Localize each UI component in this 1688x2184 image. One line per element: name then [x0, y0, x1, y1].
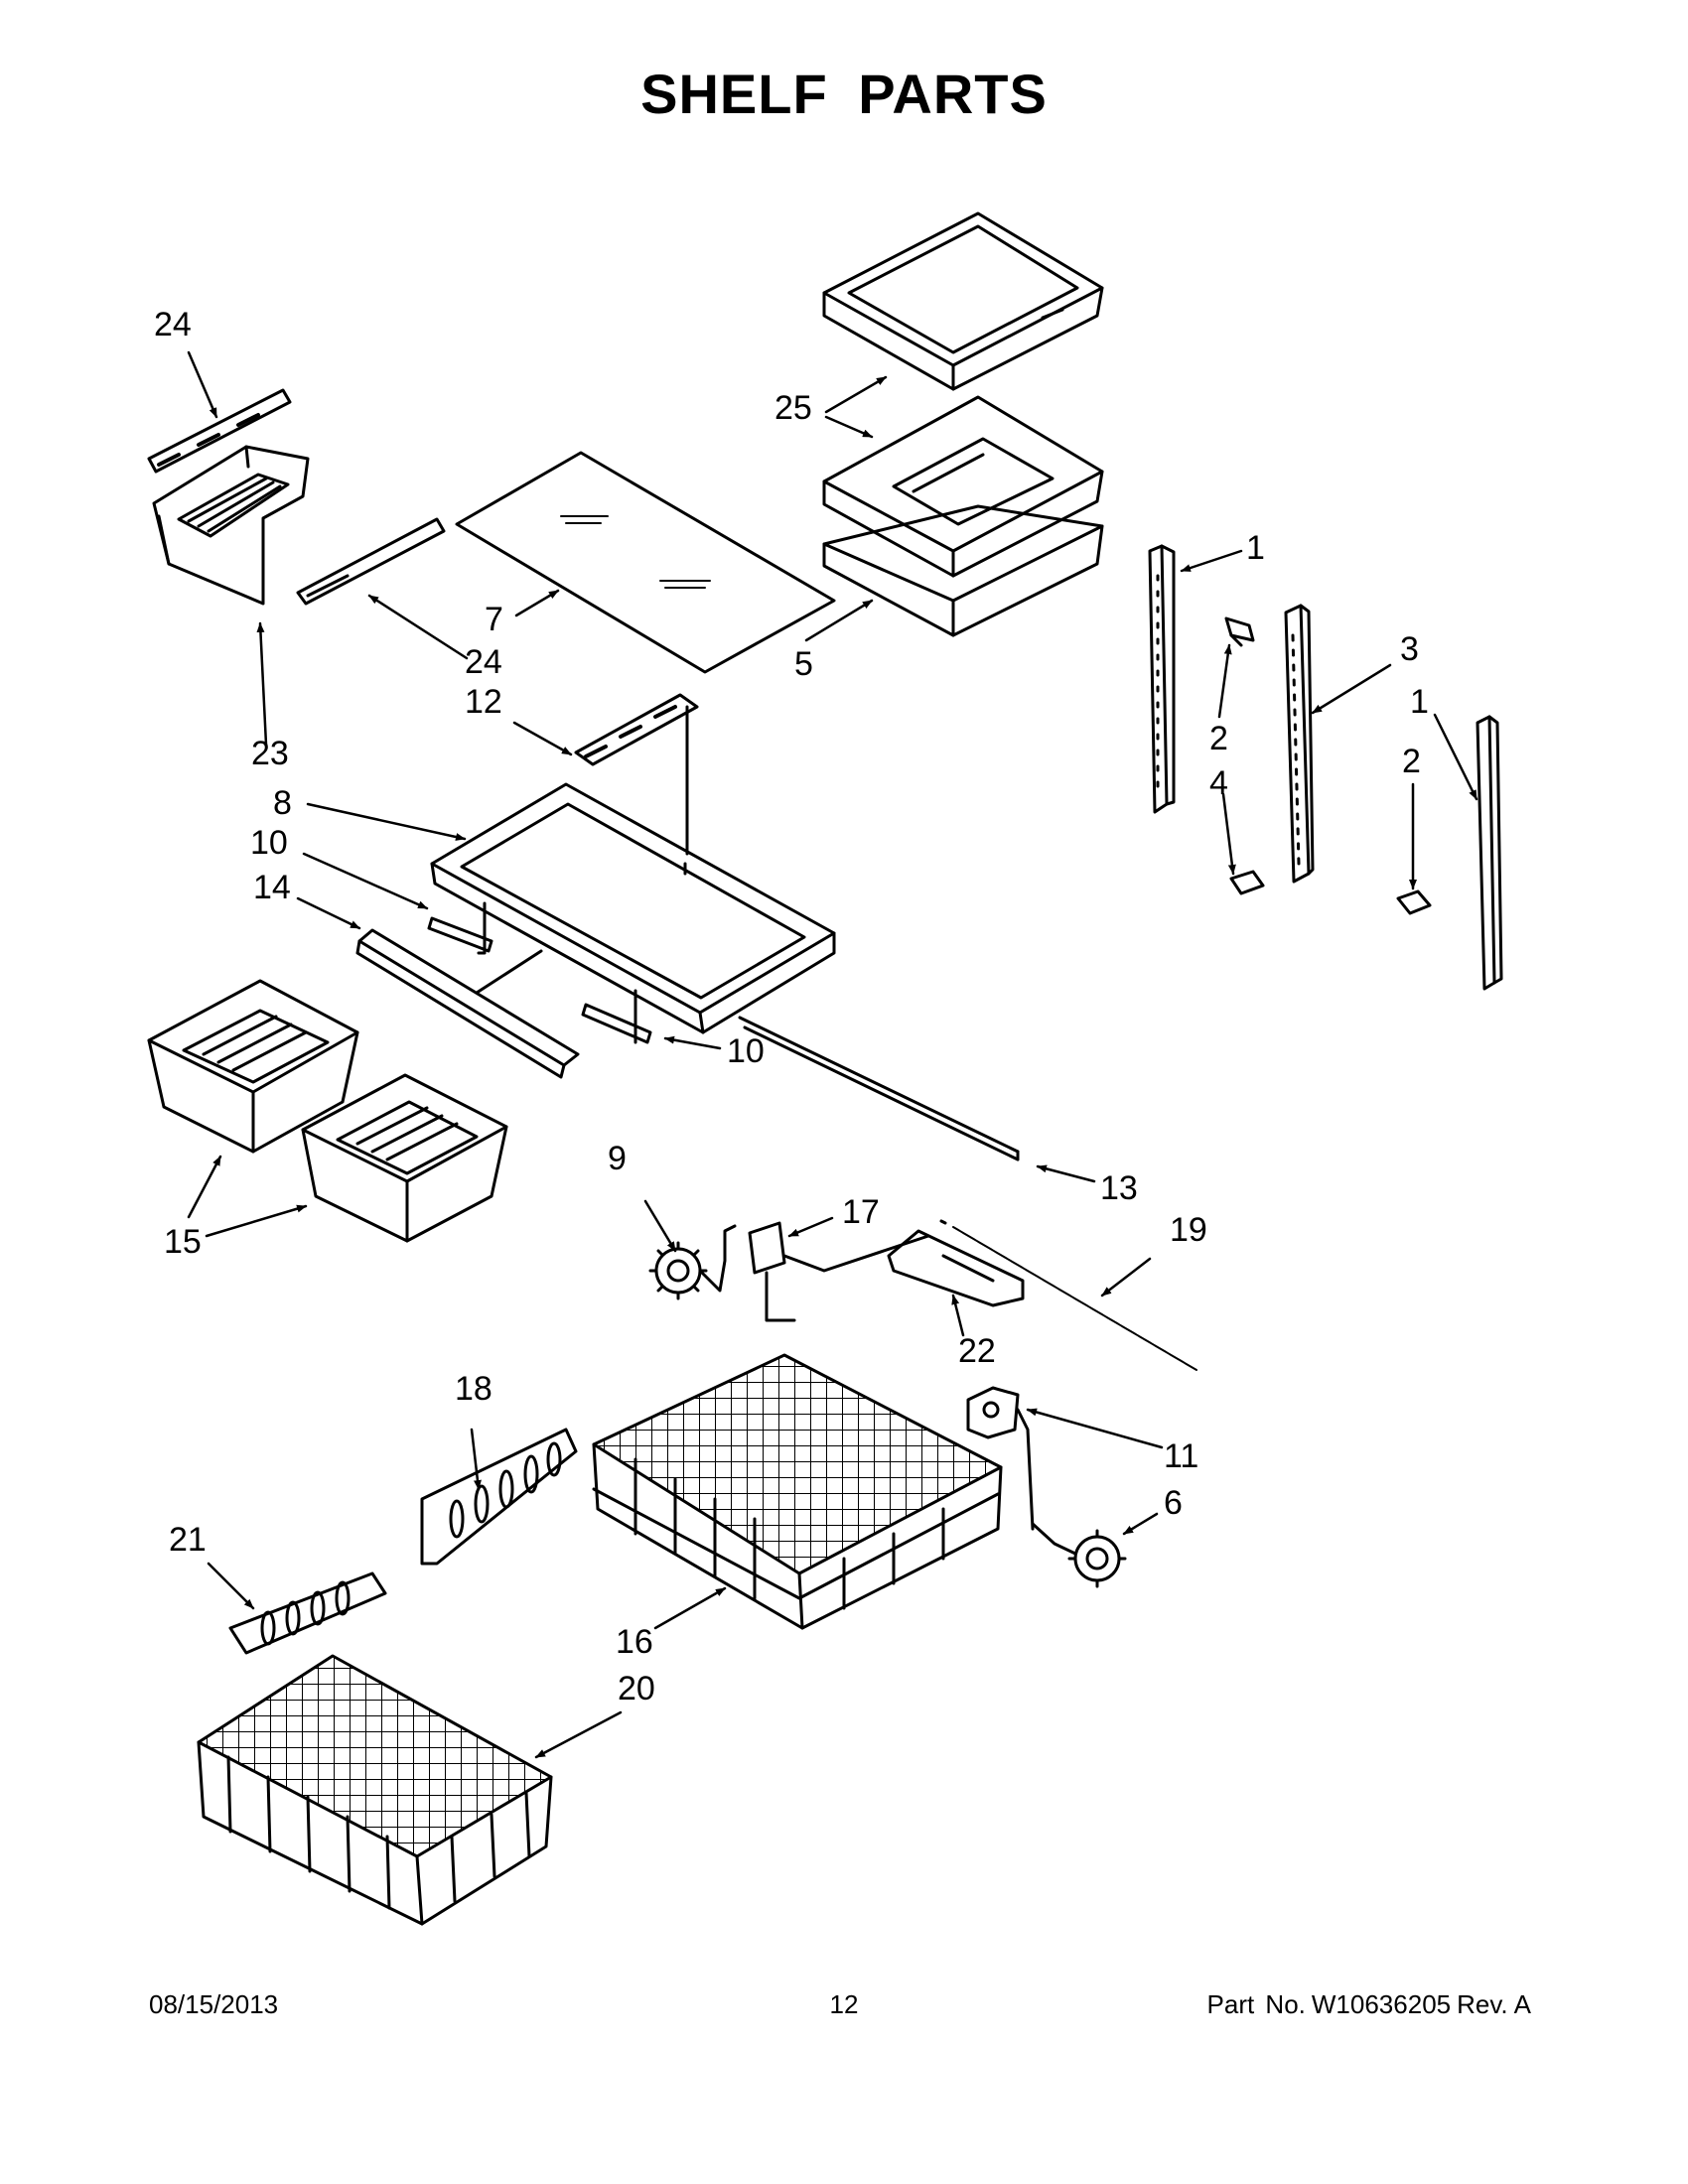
- bracket-17: [748, 1221, 930, 1322]
- callout-5: 5: [794, 645, 813, 683]
- callout-8: 8: [273, 784, 292, 822]
- callout-2-right: 2: [1402, 743, 1421, 780]
- callout-4: 4: [1209, 764, 1228, 802]
- callout-13: 13: [1100, 1169, 1138, 1207]
- basket-divider-18: [420, 1428, 578, 1566]
- callout-22: 22: [958, 1332, 996, 1370]
- callout-23: 23: [251, 735, 289, 772]
- shelf-rail-center: [1284, 604, 1315, 884]
- freezer-basket-lower: [197, 1654, 553, 1926]
- rev-value: A: [1513, 1989, 1531, 2019]
- callout-1-right: 1: [1410, 683, 1429, 721]
- deli-drawer-left: [147, 979, 359, 1154]
- deli-drawer-right: [301, 1073, 508, 1243]
- front-trim: [355, 928, 580, 1079]
- callout-25: 25: [774, 389, 812, 427]
- screw-right: [1396, 889, 1432, 915]
- callout-10-bottom: 10: [727, 1032, 765, 1070]
- callout-18: 18: [455, 1370, 492, 1408]
- freezer-basket-upper: [592, 1353, 1003, 1630]
- support-rod: [738, 1016, 1020, 1161]
- bracket-10b: [581, 989, 652, 1044]
- callout-16: 16: [616, 1623, 653, 1661]
- door-shelf-bottom: [822, 504, 1104, 637]
- shelf-frame: [430, 782, 836, 1034]
- callout-6: 6: [1164, 1484, 1183, 1522]
- callout-9: 9: [608, 1140, 627, 1177]
- callout-24-top: 24: [154, 306, 192, 343]
- callout-15: 15: [164, 1223, 202, 1261]
- callout-24-bottom: 24: [465, 643, 502, 681]
- part-label: Part No.: [1206, 1989, 1306, 2019]
- callout-1-left: 1: [1246, 529, 1265, 567]
- callout-3: 3: [1400, 630, 1419, 668]
- part-number: W10636205: [1311, 1989, 1452, 2019]
- shelf-clip-12: [574, 693, 699, 856]
- gear-6: [1031, 1522, 1127, 1588]
- callout-12: 12: [465, 683, 502, 721]
- callout-10-top: 10: [250, 824, 288, 862]
- screw-middle: [1229, 870, 1265, 895]
- shelf-rail-left: [1148, 544, 1176, 814]
- bracket-10a: [427, 901, 493, 955]
- callout-14: 14: [253, 869, 291, 906]
- page-title: SHELF PARTS: [640, 63, 1048, 125]
- door-shelf-top: [822, 211, 1104, 391]
- footer-date: 08/15/2013: [149, 1989, 279, 2019]
- callout-19: 19: [1170, 1211, 1207, 1249]
- gear-9: [648, 1224, 737, 1300]
- basket-slide-22: [887, 1229, 1025, 1307]
- crisper-drawer: [152, 445, 310, 606]
- callout-7: 7: [485, 601, 503, 638]
- callout-21: 21: [169, 1521, 207, 1559]
- callout-2-left: 2: [1209, 720, 1228, 757]
- rev-label: Rev.: [1457, 1989, 1508, 2019]
- callout-20: 20: [618, 1670, 655, 1707]
- glass-shelf: [455, 451, 836, 674]
- basket-divider-21: [228, 1571, 387, 1655]
- shelf-rail-right: [1476, 715, 1503, 991]
- screw-upper: [1224, 616, 1255, 647]
- crisper-rail-bottom: [296, 517, 446, 606]
- bracket-11: [966, 1386, 1035, 1531]
- rod-19: [939, 1219, 1197, 1371]
- callout-labels: 24 24 23 7 25 5 12 8 10 14 10 13 15 9 17…: [154, 306, 1429, 1707]
- callout-11: 11: [1164, 1437, 1198, 1475]
- footer-page-number: 12: [829, 1989, 859, 2019]
- crisper-rail-top: [147, 388, 292, 474]
- callout-17: 17: [842, 1193, 880, 1231]
- door-shelf-middle: [822, 395, 1104, 578]
